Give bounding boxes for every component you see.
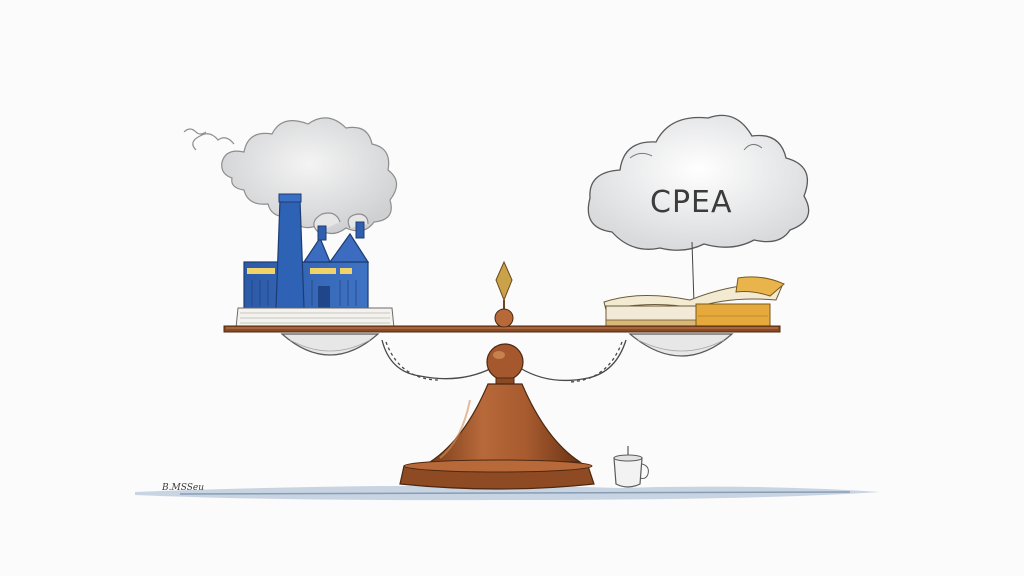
scale-base — [399, 383, 595, 490]
small-cup — [613, 446, 649, 488]
right-book-stack — [603, 276, 785, 329]
factory-smoke — [183, 117, 398, 235]
right-scale-pan — [628, 333, 734, 357]
factory-icon — [243, 193, 370, 309]
left-scale-pan — [280, 333, 380, 356]
left-paper-stack — [235, 307, 395, 329]
cpea-cloud-label: CPEA — [650, 185, 733, 220]
scale-finial — [494, 260, 514, 328]
ground-shadow — [135, 485, 880, 501]
scale-pivot-ball — [486, 343, 524, 385]
cpea-cloud: CPEA — [587, 114, 810, 251]
artist-signature: B.MSSeu — [161, 483, 204, 493]
scale-chains — [381, 339, 627, 383]
cloud-string — [691, 241, 695, 305]
